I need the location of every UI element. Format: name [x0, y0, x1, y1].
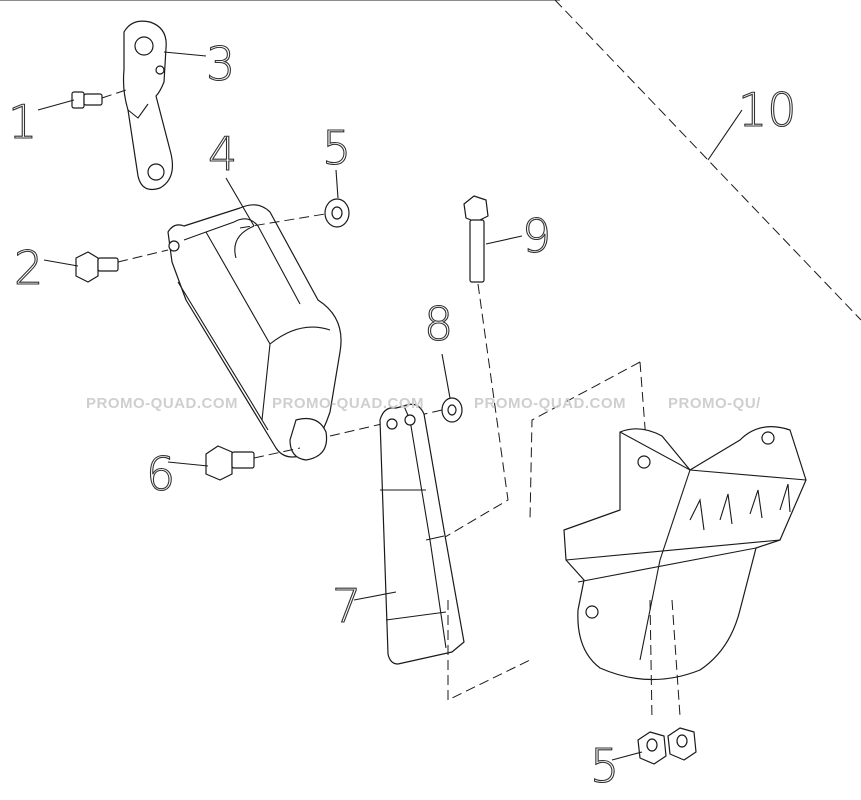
part-10-frame-bracket [447, 361, 807, 721]
reference-line-10 [554, 0, 861, 321]
part-7-mounting-plate [379, 403, 465, 665]
leader-4 [225, 177, 255, 227]
leader-3 [163, 51, 207, 57]
callout-8: 8 [424, 297, 453, 351]
watermark-4: PROMO-QU/ [668, 395, 761, 412]
callout-1: 1 [8, 95, 37, 149]
part-9-long-bolt [439, 195, 509, 541]
leader-10 [707, 109, 743, 161]
leader-7 [353, 591, 397, 601]
leader-2 [43, 259, 79, 267]
watermark-3: PROMO-QUAD.COM [474, 395, 626, 412]
watermark-2: PROMO-QUAD.COM [272, 395, 424, 412]
watermark-1: PROMO-QUAD.COM [86, 395, 238, 412]
part-5-nuts-bottom [637, 727, 697, 765]
leader-8 [441, 353, 451, 399]
callout-4: 4 [208, 127, 237, 181]
part-6-bolt [205, 445, 301, 481]
part-2-bolt [75, 249, 169, 283]
callout-5-top: 5 [322, 121, 351, 175]
callout-2: 2 [14, 241, 43, 295]
leader-1 [37, 99, 75, 111]
callout-6: 6 [146, 447, 175, 501]
callout-5-bottom: 5 [590, 739, 619, 793]
leader-9 [485, 235, 523, 245]
part-1-bolt [71, 89, 127, 109]
part-4-ignition-coil [167, 204, 342, 461]
leader-6 [167, 461, 209, 467]
part-5-washer-top [239, 198, 350, 229]
callout-9: 9 [522, 209, 551, 263]
callout-10: 10 [738, 83, 797, 137]
callout-7: 7 [332, 579, 361, 633]
callout-3: 3 [206, 37, 235, 91]
part-3-bracket-arm [122, 20, 173, 191]
leader-5-top [335, 169, 339, 199]
leader-5-bottom [611, 751, 643, 761]
